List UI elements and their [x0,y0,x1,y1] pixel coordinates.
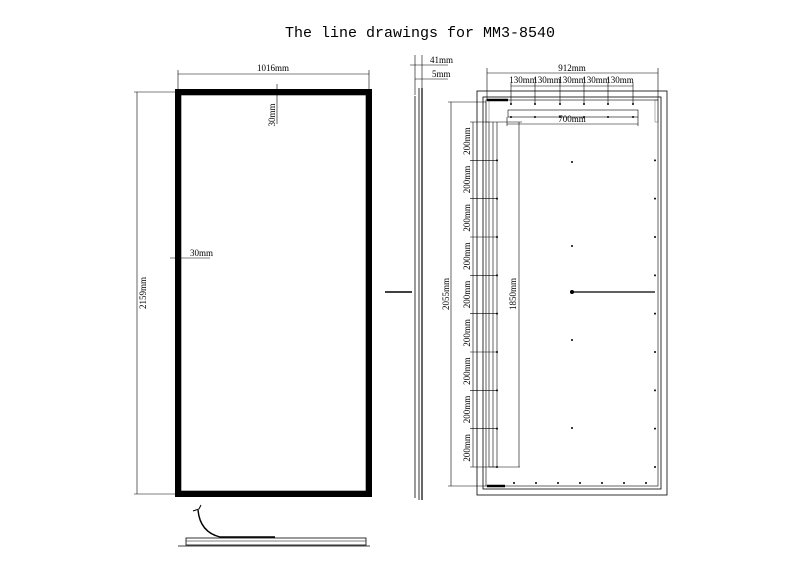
inner-height-label: 1850mm [508,278,518,310]
mounting-point [645,482,647,484]
mounting-point [559,103,561,105]
mounting-point [571,427,573,429]
segment-label: 130mm [606,75,634,85]
mounting-point [496,197,498,200]
front-width-label: 1016mm [257,63,289,73]
segment-label: 130mm [558,75,586,85]
bottom-view [178,504,370,547]
mounting-point [654,159,656,162]
segment-label: 130mm [509,75,537,85]
mounting-point [654,312,656,315]
mounting-point [571,339,573,341]
rear-width-label: 912mm [558,63,586,73]
power-cable [197,509,275,538]
mounting-point [513,482,515,484]
vertical-segment-label: 200mm [462,396,472,424]
inner-width-label: 700mm [558,114,586,124]
mounting-point [534,116,536,118]
mounting-point [654,274,656,277]
front-height-label: 2159mm [138,277,148,309]
mounting-point [632,116,634,118]
front-view: 1016mm 2159mm 30mm 30mm [134,63,372,497]
mounting-point [571,245,573,247]
segment-label: 130mm [582,75,610,85]
mounting-point [557,482,559,484]
mounting-point [496,389,498,392]
mounting-point [510,103,512,105]
mounting-point [496,312,498,315]
mounting-point [571,161,573,163]
depth-label: 41mm [430,55,453,65]
top-frame-label: 30mm [267,103,277,126]
vertical-segment-label: 200mm [462,434,472,462]
mounting-point [654,236,656,238]
mounting-point [496,274,498,277]
side-view: 41mm 5mm [385,55,453,500]
rear-view: 912mm 130mm 130mm 130mm 130mm 130mm 700m… [441,63,668,496]
mounting-point [654,197,656,200]
mounting-point [496,427,498,430]
vertical-segment-label: 200mm [462,127,472,155]
mounting-point [583,103,585,105]
mounting-point [579,482,581,484]
mounting-point [607,103,609,105]
mirror-glass [180,94,367,492]
rear-height-label: 2055mm [441,278,451,310]
mounting-point [654,351,656,353]
segment-label: 130mm [533,75,561,85]
vertical-segment-label: 200mm [462,357,472,385]
vertical-segment-label: 200mm [462,281,472,309]
mounting-point [535,482,537,484]
mounting-point [601,482,603,484]
mounting-point [632,103,634,105]
mounting-point [496,236,498,238]
mounting-point [496,466,498,468]
mounting-point [623,482,625,484]
vertical-segment-label: 200mm [462,204,472,232]
glass-label: 5mm [432,69,451,79]
mounting-point [496,159,498,162]
mounting-point [607,116,609,118]
drawing-title: The line drawings for MM3-8540 [285,25,555,42]
mounting-point [583,116,585,118]
mounting-point [654,389,656,392]
vertical-segment-label: 200mm [462,166,472,194]
mounting-point [496,351,498,353]
mounting-point [510,116,512,118]
mounting-point [654,466,656,468]
side-frame-label: 30mm [190,248,213,258]
vertical-segment-label: 200mm [462,242,472,270]
mounting-point [654,427,656,430]
vertical-segment-label: 200mm [462,319,472,347]
mounting-point [534,103,536,105]
mirror-frame [175,89,372,497]
mounting-point [559,116,561,118]
